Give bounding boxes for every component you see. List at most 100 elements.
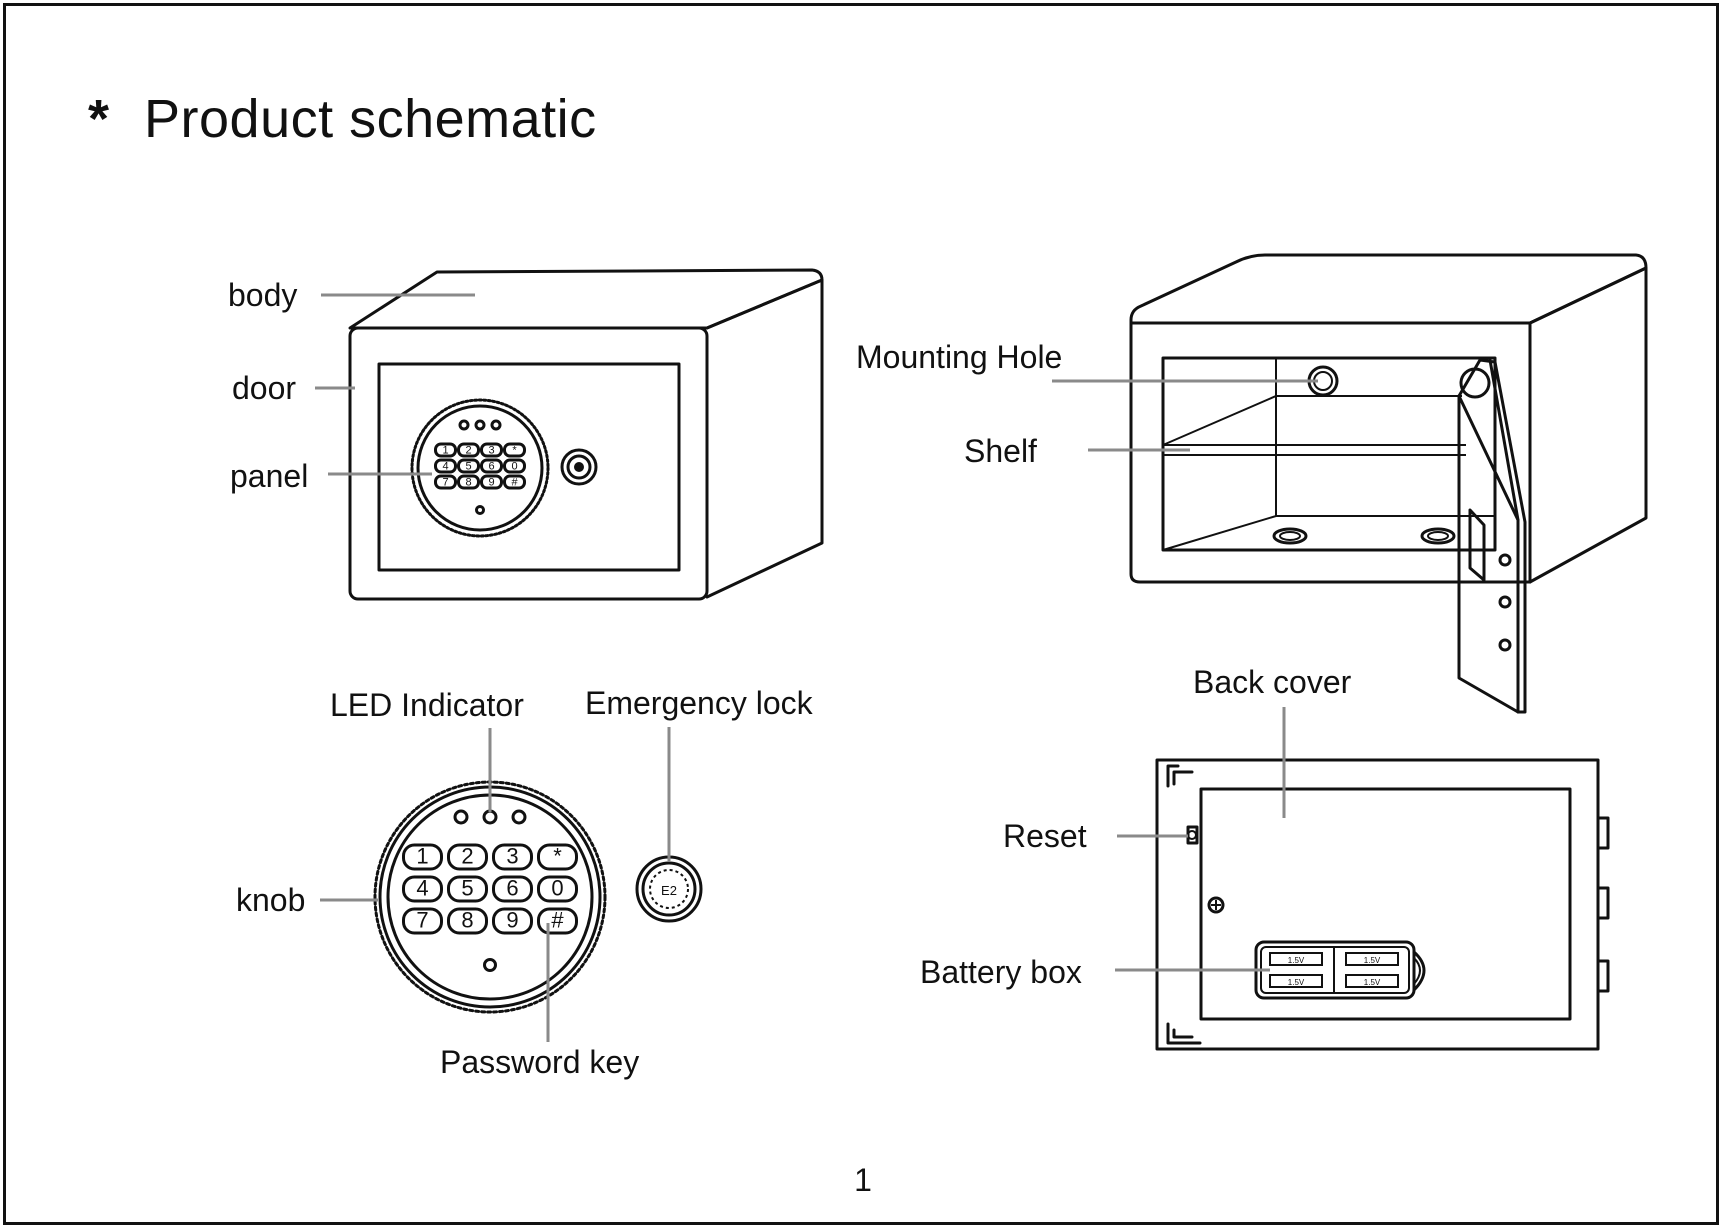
- knob-key-2: [447, 843, 488, 871]
- led-dot-2: [482, 809, 498, 825]
- led-dot-1: [453, 809, 469, 825]
- closed-safe-top: [348, 268, 824, 330]
- panel-key-label-5: 4: [442, 460, 448, 472]
- open-safe-front: [1129, 321, 1532, 584]
- label-panel: panel: [230, 458, 309, 494]
- label-mounting-hole: Mounting Hole: [856, 339, 1063, 375]
- knob-key-label-1: 1: [416, 844, 428, 869]
- knob-key-label-8: 0: [551, 876, 563, 901]
- title-bullet: *: [88, 89, 110, 149]
- battery-mark-4: 1.5V: [1364, 978, 1381, 987]
- panel-key-3: [480, 442, 503, 458]
- panel-key-label-10: 8: [465, 476, 471, 488]
- panel-key-label-9: 7: [442, 476, 448, 488]
- knob-bottom-dot: [483, 958, 497, 972]
- panel-key-label-7: 6: [488, 460, 494, 472]
- emergency-lock-mark: E2: [661, 883, 677, 898]
- panel-key-1: [434, 442, 457, 458]
- hinge-bracket-bottom: [1166, 1022, 1202, 1045]
- hinge-bracket-top: [1166, 764, 1194, 788]
- closed-safe-front: [348, 326, 709, 601]
- label-battery-box: Battery box: [920, 954, 1082, 990]
- battery-mark-3: 1.5V: [1364, 956, 1381, 965]
- led-dot-3: [511, 809, 527, 825]
- knob-key-label-11: 9: [506, 908, 518, 933]
- panel-key-label-11: 9: [488, 476, 494, 488]
- label-led-indicator: LED Indicator: [330, 687, 524, 723]
- closed-safe: 1 2 3 * 4 5 6 0 7 8 9 #: [348, 268, 824, 601]
- interior-back-wall: [1162, 358, 1495, 551]
- panel-key-11: [480, 474, 503, 490]
- label-knob: knob: [236, 882, 306, 918]
- page-border: [3, 3, 1719, 1225]
- mounting-hole-floor-right: [1420, 527, 1456, 545]
- open-safe-top: [1129, 253, 1648, 325]
- mounting-hole-floor-left: [1272, 527, 1308, 545]
- panel-key-label-3: 3: [488, 444, 494, 456]
- back-panel: [1155, 758, 1600, 1051]
- knob-key-8: [537, 875, 578, 903]
- label-body: body: [228, 277, 298, 313]
- knob-key-10: [447, 907, 488, 935]
- open-safe-side: [1528, 266, 1648, 584]
- knob-key-4: [537, 843, 578, 871]
- door-knob-small: 1 2 3 * 4 5 6 0 7 8 9 #: [410, 398, 550, 538]
- open-safe: [1129, 253, 1648, 714]
- panel-key-10: [457, 474, 480, 490]
- label-back-cover: Back cover: [1193, 664, 1352, 700]
- battery-box: 1.5V 1.5V 1.5V 1.5V: [1254, 940, 1426, 1000]
- door-emergency-lock-small: [560, 448, 598, 486]
- panel-key-8: [503, 458, 526, 474]
- knob-key-label-4: *: [553, 844, 562, 869]
- panel-key-label-4: *: [512, 444, 517, 456]
- knob-key-7: [492, 875, 533, 903]
- knob-key-11: [492, 907, 533, 935]
- panel-key-label-8: 0: [511, 460, 517, 472]
- page-number: 1: [854, 1162, 872, 1198]
- knob-key-5: [402, 875, 443, 903]
- knob-key-label-12: #: [551, 908, 564, 933]
- closed-safe-side: [705, 278, 824, 599]
- back-cover: [1199, 787, 1572, 1021]
- panel-key-7: [480, 458, 503, 474]
- label-emergency-lock: Emergency lock: [585, 685, 813, 721]
- panel-key-label-1: 1: [442, 444, 448, 456]
- knob-key-label-5: 4: [416, 876, 428, 901]
- knob-detail: 1 2 3 * 4 5 6 0 7 8 9 #: [373, 780, 607, 1014]
- reset-button: [1186, 825, 1199, 845]
- knob-key-1: [402, 843, 443, 871]
- panel-key-2: [457, 442, 480, 458]
- open-door: [1457, 358, 1527, 714]
- knob-key-6: [447, 875, 488, 903]
- panel-key-label-6: 5: [465, 460, 471, 472]
- knob-key-label-7: 6: [506, 876, 518, 901]
- panel-key-label-2: 2: [465, 444, 471, 456]
- back-view: 1.5V 1.5V 1.5V 1.5V: [1155, 758, 1610, 1051]
- knob-key-label-2: 2: [461, 844, 473, 869]
- battery-mark-1: 1.5V: [1288, 956, 1305, 965]
- panel-key-5: [434, 458, 457, 474]
- label-shelf: Shelf: [964, 433, 1037, 469]
- knob-key-3: [492, 843, 533, 871]
- bolts: [1596, 816, 1610, 993]
- safe-door: [377, 362, 681, 572]
- label-door: door: [232, 370, 297, 406]
- knob-key-9: [402, 907, 443, 935]
- knob-key-12: [537, 907, 578, 935]
- panel-key-9: [434, 474, 457, 490]
- label-reset: Reset: [1003, 818, 1087, 854]
- knob-key-label-3: 3: [506, 844, 518, 869]
- knob-key-label-6: 5: [461, 876, 473, 901]
- knob-key-label-10: 8: [461, 908, 473, 933]
- knob-key-label-9: 7: [416, 908, 428, 933]
- label-password-key: Password key: [440, 1044, 640, 1080]
- panel-key-6: [457, 458, 480, 474]
- page-title: * Product schematic: [88, 88, 597, 150]
- title-text: Product schematic: [144, 89, 597, 149]
- leader-lines: [315, 293, 1318, 1042]
- panel-key-label-12: #: [511, 476, 518, 488]
- back-screw: [1207, 896, 1225, 914]
- panel-key-4: [503, 442, 526, 458]
- battery-mark-2: 1.5V: [1288, 978, 1305, 987]
